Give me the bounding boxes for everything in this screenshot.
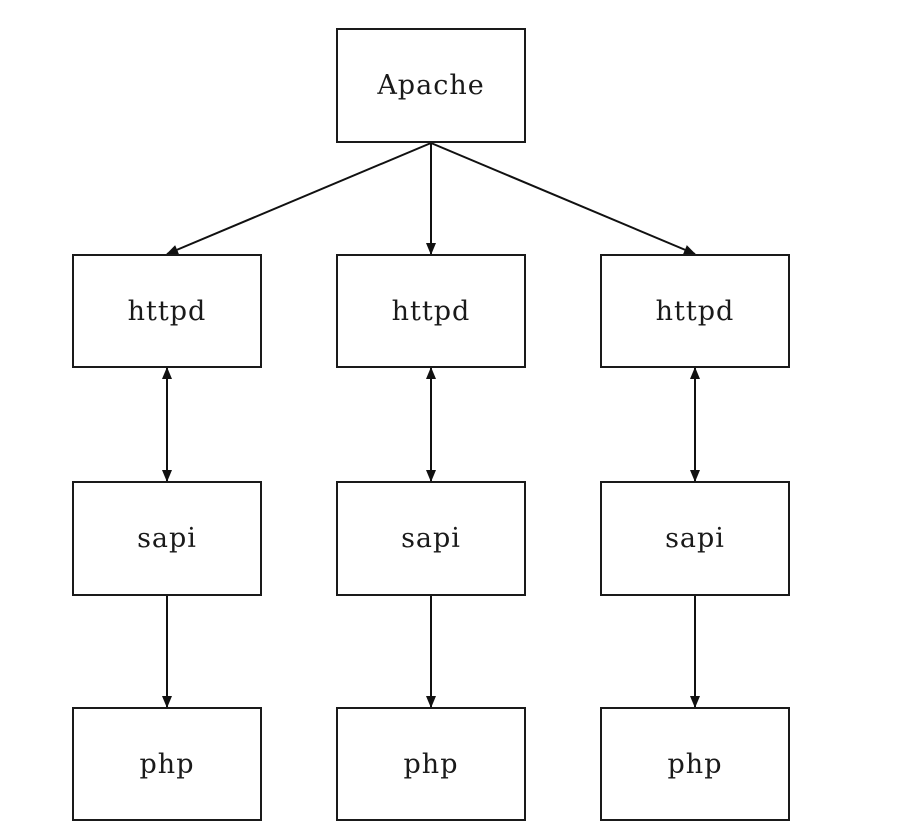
node-sapi-2-label: sapi	[401, 523, 461, 554]
edge-apache-to-httpd-3	[430, 142, 696, 255]
node-php-2: php	[336, 707, 526, 821]
node-apache-label: Apache	[377, 70, 485, 101]
node-php-2-label: php	[403, 748, 459, 780]
node-httpd-3-label: httpd	[655, 295, 735, 327]
node-httpd-1: httpd	[72, 254, 262, 368]
node-apache: Apache	[336, 28, 526, 143]
node-php-3-label: php	[667, 748, 723, 780]
node-php-1-label: php	[139, 748, 195, 780]
node-sapi-1-label: sapi	[137, 523, 197, 554]
node-sapi-1: sapi	[72, 481, 262, 596]
node-php-1: php	[72, 707, 262, 821]
node-httpd-2: httpd	[336, 254, 526, 368]
node-php-3: php	[600, 707, 790, 821]
node-httpd-3: httpd	[600, 254, 790, 368]
node-sapi-3: sapi	[600, 481, 790, 596]
node-httpd-2-label: httpd	[391, 295, 471, 327]
node-sapi-3-label: sapi	[665, 523, 725, 554]
edge-apache-to-httpd-1	[166, 142, 432, 255]
node-sapi-2: sapi	[336, 481, 526, 596]
node-httpd-1-label: httpd	[127, 295, 207, 327]
